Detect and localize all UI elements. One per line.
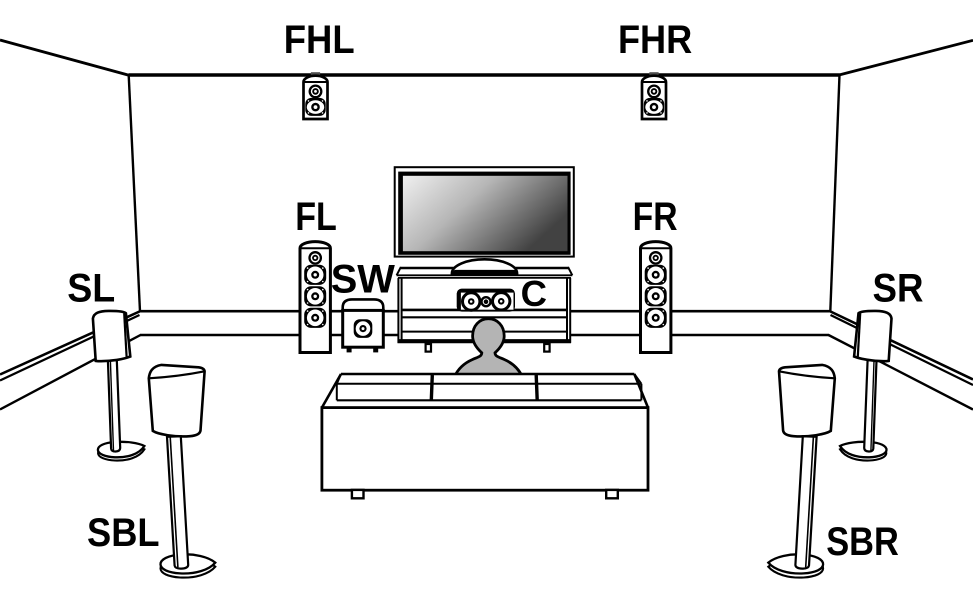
svg-text:SL: SL	[67, 266, 115, 310]
svg-text:FL: FL	[295, 195, 337, 239]
svg-text:FHL: FHL	[284, 18, 355, 62]
svg-text:SW: SW	[331, 258, 395, 302]
svg-text:FHR: FHR	[618, 18, 692, 62]
svg-text:SBL: SBL	[87, 511, 160, 555]
svg-text:C: C	[521, 273, 547, 314]
svg-text:SBR: SBR	[826, 520, 899, 564]
svg-text:SR: SR	[873, 266, 924, 310]
svg-text:FR: FR	[633, 195, 678, 239]
